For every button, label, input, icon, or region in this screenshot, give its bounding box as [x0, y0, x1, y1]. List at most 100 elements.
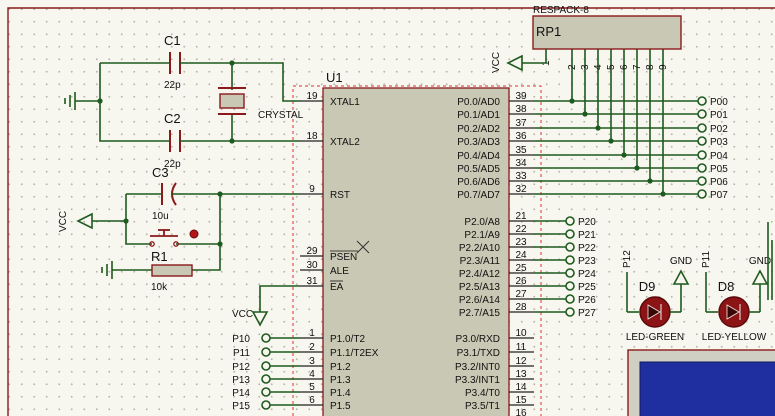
- net-terminal[interactable]: [261, 400, 271, 410]
- net-terminal[interactable]: [565, 307, 575, 317]
- u1-pin-number: 10: [515, 328, 527, 339]
- u1-pin-number: 35: [515, 145, 527, 156]
- junction-dot: [647, 178, 653, 184]
- u1-pin-name: P2.4/A12: [459, 269, 501, 280]
- u1-pin-number: 27: [515, 289, 527, 300]
- reset-circuit: [76, 182, 300, 279]
- u1-pin-name: P0.5/AD5: [457, 164, 500, 175]
- u1-pin-number: 4: [309, 369, 315, 380]
- u1-pin-number: 9: [309, 184, 315, 195]
- u1-pin-number: 33: [515, 171, 527, 182]
- u1-pin-number: 34: [515, 158, 527, 169]
- u1-pin-name: EA: [330, 282, 344, 293]
- net-terminal[interactable]: [697, 96, 707, 106]
- u1-pin-name: P3.3/INT1: [455, 375, 500, 386]
- u1-pin-name: P0.1/AD1: [457, 110, 500, 121]
- net-terminal[interactable]: [697, 123, 707, 133]
- net-terminal[interactable]: [565, 281, 575, 291]
- net-terminal[interactable]: [697, 150, 707, 160]
- u1-pin-number: 31: [306, 276, 318, 287]
- ea-vcc-net: [251, 285, 300, 327]
- u1-pin-number: 2: [309, 342, 315, 353]
- u1-pin-name: P3.4/T0: [465, 388, 500, 399]
- net-terminal[interactable]: [697, 109, 707, 119]
- junction-dot: [634, 165, 640, 171]
- u1-pin-name: XTAL2: [330, 137, 360, 148]
- u1-pin-name: P0.6/AD6: [457, 177, 500, 188]
- u1-pin-number: 19: [306, 91, 318, 102]
- u1-pin-number: 25: [515, 263, 527, 274]
- junction-dot: [582, 111, 588, 117]
- u1-pin-name: P2.6/A14: [459, 295, 501, 306]
- c1-ref: C1: [164, 33, 181, 48]
- net-label: P04: [710, 151, 728, 162]
- net-terminal[interactable]: [261, 374, 271, 384]
- net-terminal[interactable]: [565, 255, 575, 265]
- c1-value: 22p: [164, 80, 181, 91]
- led-anode-net: P12: [622, 250, 633, 268]
- crystal-component[interactable]: [218, 87, 246, 115]
- u1-pin-number: 21: [515, 211, 527, 222]
- u1-pin-name: P2.3/A11: [460, 256, 501, 267]
- net-terminal[interactable]: [697, 176, 707, 186]
- crystal-label: CRYSTAL: [258, 110, 304, 121]
- vcc-label-reset: VCC: [58, 211, 69, 232]
- sheet-border: [7, 7, 775, 416]
- rp1-type: RESPACK-8: [533, 5, 589, 16]
- c1-capacitor[interactable]: [169, 52, 181, 74]
- led-anode-net: P11: [701, 251, 712, 268]
- lcd-display[interactable]: [627, 222, 775, 416]
- vcc-label-rp1: VCC: [491, 52, 502, 73]
- c2-value: 22p: [164, 159, 181, 170]
- u1-pin-name: P1.4: [330, 388, 351, 399]
- net-label: P02: [710, 124, 728, 135]
- led-ref: D8: [718, 279, 735, 294]
- rp1-pin-number: 3: [580, 64, 591, 70]
- u1-pin-name: P2.0/A8: [464, 217, 500, 228]
- net-terminal[interactable]: [261, 333, 271, 343]
- net-terminal[interactable]: [261, 347, 271, 357]
- net-terminal[interactable]: [261, 387, 271, 397]
- u1-pin-number: 38: [515, 104, 527, 115]
- net-terminal[interactable]: [565, 216, 575, 226]
- u1-pin-name: P0.3/AD3: [457, 137, 500, 148]
- net-terminal[interactable]: [697, 163, 707, 173]
- net-terminal[interactable]: [565, 229, 575, 239]
- u1-pin-number: 30: [306, 260, 318, 271]
- u1-pin-name: P0.7/AD7: [457, 190, 500, 201]
- rp1-pin-number: 4: [593, 64, 604, 70]
- net-terminal[interactable]: [565, 242, 575, 252]
- c2-capacitor[interactable]: [169, 130, 181, 152]
- u1-pin-name: P0.0/AD0: [457, 97, 500, 108]
- u1-pin-number: 23: [515, 237, 527, 248]
- junction-dot: [569, 98, 575, 104]
- net-label: P23: [578, 256, 596, 267]
- u1-pin-name: P3.2/INT0: [455, 362, 500, 373]
- net-terminal[interactable]: [697, 189, 707, 199]
- u1-pin-number: 6: [309, 395, 315, 406]
- u1-pin-name: P3.5/T1: [465, 401, 500, 412]
- net-label: P06: [710, 177, 728, 188]
- led-gnd-label: GND: [670, 256, 692, 267]
- u1-pin-name: RST: [330, 190, 350, 201]
- u1-pin-name: P1.1/T2EX: [330, 348, 379, 359]
- net-terminal[interactable]: [697, 136, 707, 146]
- net-terminal[interactable]: [565, 268, 575, 278]
- led-gnd-label: GND: [749, 256, 771, 267]
- r1-value: 10k: [151, 282, 168, 293]
- net-terminal[interactable]: [565, 294, 575, 304]
- r1-resistor[interactable]: [151, 264, 193, 277]
- net-terminal[interactable]: [261, 361, 271, 371]
- c3-value: 10u: [152, 211, 169, 222]
- u1-chip-body[interactable]: [322, 87, 510, 416]
- u1-pin-number: 5: [309, 382, 315, 393]
- u1-pin-name: P1.0/T2: [330, 334, 365, 345]
- u1-ref: U1: [326, 70, 343, 85]
- net-label: P11: [233, 348, 250, 359]
- rp1-pin-number: 8: [645, 64, 656, 70]
- reset-button[interactable]: [148, 229, 199, 247]
